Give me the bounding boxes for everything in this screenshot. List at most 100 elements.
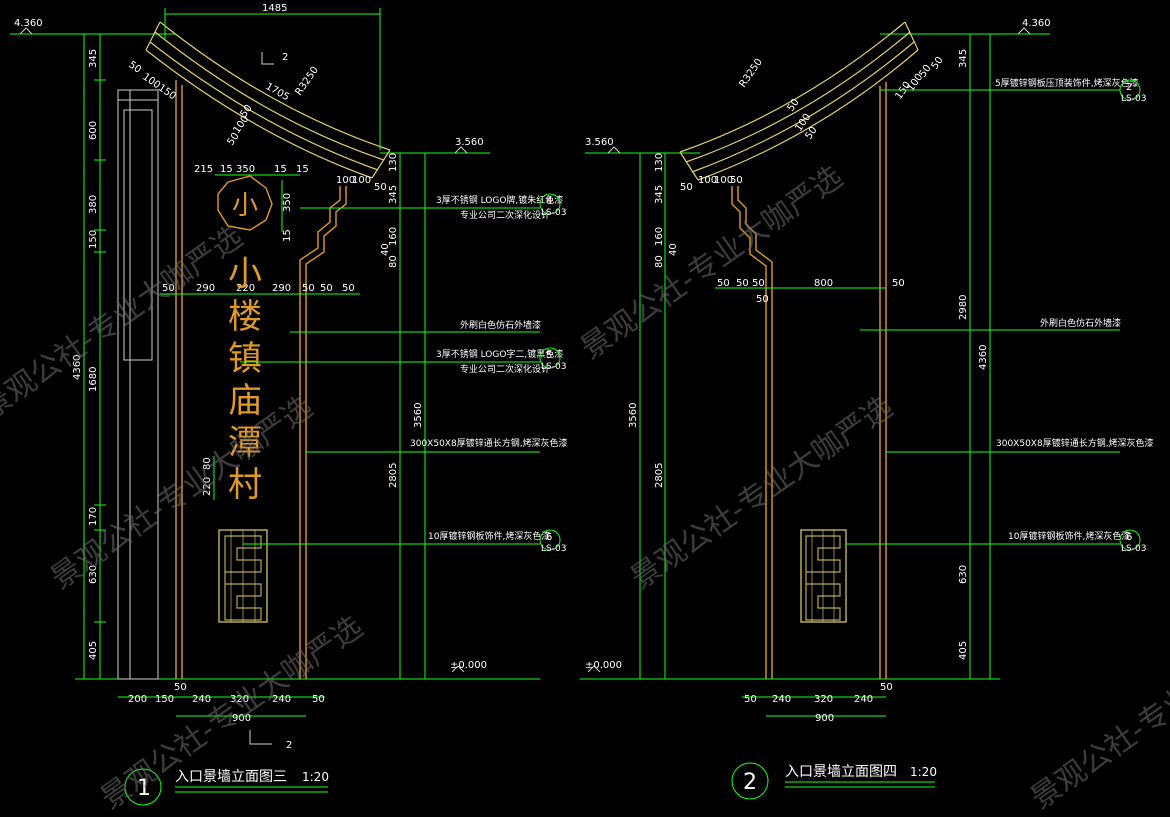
dims-cornice-left: 100 100 50 xyxy=(336,175,387,193)
section-marker-text: 2 xyxy=(286,740,292,751)
sign-char: 庙 xyxy=(228,381,262,421)
dim-total-text: 4360 xyxy=(978,345,989,370)
dim-text: 345 xyxy=(654,185,665,204)
dims-bottom-left: 200 150 50 240 320 240 50 900 2 xyxy=(118,682,325,751)
curved-roof-right xyxy=(679,21,919,181)
drawing-number: 1 xyxy=(137,776,151,801)
dim-text: 220 xyxy=(236,283,255,294)
dim-text: 50 xyxy=(756,294,769,305)
dim-text: 100150 xyxy=(140,71,178,102)
dim-text: 15 xyxy=(296,164,309,175)
watermark-text: 景观公社-专业大咖严选 xyxy=(0,220,249,427)
dim-text: 220 xyxy=(202,477,213,496)
detail-ref-6 xyxy=(539,529,561,551)
detail-ref-number: 4 xyxy=(546,196,552,207)
dim-text: 345 xyxy=(88,49,99,68)
dim-text: 320 xyxy=(814,694,833,705)
dim-total-text: 900 xyxy=(815,713,834,724)
notes-right: 5厚镀锌钢板压顶装饰件,烤深灰色漆 2 LS-03 外刷白色仿石外墙漆 300X… xyxy=(846,77,1154,554)
dims-bottom-right: 50 240 320 240 50 900 xyxy=(742,682,893,724)
note-text: 3厚不锈钢 LOGO牌,镀朱红色漆 xyxy=(436,194,563,206)
dim-text: 1485 xyxy=(262,3,287,14)
dim-text: 50 xyxy=(892,278,905,289)
sign-char: 楼 xyxy=(228,297,262,337)
detail-ref-5 xyxy=(539,347,561,369)
note-text: 10厚镀锌钢板饰件,烤深灰色漆 xyxy=(428,530,550,542)
dim-text: 3560 xyxy=(628,403,639,428)
dim-text: 2805 xyxy=(388,463,399,488)
dim-text: 345 xyxy=(388,185,399,204)
dim-total-text: 4360 xyxy=(72,355,83,380)
sign-char: 镇 xyxy=(228,339,262,379)
note-text: 5厚镀锌钢板压顶装饰件,烤深灰色漆 xyxy=(995,77,1139,89)
dim-text: 1680 xyxy=(88,367,99,392)
dims-mid-right: 50 50 50 50 800 50 xyxy=(715,278,905,305)
dim-text: 50 xyxy=(312,694,325,705)
lattice-screen-right xyxy=(800,529,847,623)
lattice-screen-left xyxy=(218,529,268,623)
dim-text: 630 xyxy=(958,565,969,584)
dim-text: 100 xyxy=(352,175,371,186)
drawing-title: 入口景墙立面图四 xyxy=(785,764,897,780)
dim-text: 2980 xyxy=(958,295,969,320)
dim-text: 240 xyxy=(272,694,291,705)
note-text: 300X50X8厚镀锌通长方钢,烤深灰色漆 xyxy=(410,437,568,449)
detail-ref-number: 2 xyxy=(1126,82,1132,93)
elevation-marker-top-left: 4.360 xyxy=(10,18,175,35)
detail-ref-number: 6 xyxy=(1126,532,1132,543)
dims-right-right: 345 2980 4360 630 405 xyxy=(958,34,991,679)
curved-roof-left xyxy=(145,21,391,179)
dim-text: 50 xyxy=(320,283,333,294)
detail-code: LS-03 xyxy=(541,362,566,372)
dim-text: 50 xyxy=(342,283,355,294)
dim-text: 100 xyxy=(336,175,355,186)
dim-text: 200 xyxy=(128,694,147,705)
sign-char: 潭 xyxy=(228,423,262,463)
dim-text: 100 xyxy=(714,175,733,186)
dim-text: 50 xyxy=(730,175,743,186)
dim-text: 80 xyxy=(202,457,213,470)
dim-text: 50 xyxy=(717,278,730,289)
sign-char: 村 xyxy=(228,465,262,505)
detail-ref-number: 6 xyxy=(546,532,552,543)
elevation-text: ±0.000 xyxy=(450,660,487,671)
note-sub-text: 专业公司二次深化设计 xyxy=(460,209,550,221)
detail-ref-2 xyxy=(1119,79,1141,101)
dim-text: 3560 xyxy=(413,403,424,428)
vertical-sign: 小 楼 镇 庙 潭 村 220 80 xyxy=(202,254,262,505)
drawing-title-left: 1 入口景墙立面图三 1:20 xyxy=(124,768,329,806)
detail-ref-number: 5 xyxy=(546,350,552,361)
dim-text: 405 xyxy=(958,641,969,660)
section-marker-text: 2 xyxy=(282,52,288,63)
dim-text: 630 xyxy=(88,565,99,584)
dim-text: 160 xyxy=(654,227,665,246)
dim-text: 50 xyxy=(736,278,749,289)
dim-text: 150 xyxy=(88,230,99,249)
dim-text: 350 xyxy=(236,164,255,175)
note-text: 300X50X8厚镀锌通长方钢,烤深灰色漆 xyxy=(996,437,1154,449)
dim-text: 130 xyxy=(654,153,665,172)
dim-text: 405 xyxy=(88,641,99,660)
elevation-marker-ground-right: ±0.000 xyxy=(580,660,1000,680)
elevation-marker-top-right: 4.360 xyxy=(880,18,1051,35)
dim-text: 290 xyxy=(196,283,215,294)
wall-frame-left xyxy=(175,80,347,680)
notes-left: 3厚不锈钢 LOGO牌,镀朱红色漆 专业公司二次深化设计 4 LS-03 外刷白… xyxy=(240,193,568,554)
drawing-scale: 1:20 xyxy=(910,765,937,779)
dim-text: 50 xyxy=(302,283,315,294)
dim-text: 50 xyxy=(162,283,175,294)
dimension-chain-left: 345 600 380 150 1680 170 630 405 4360 xyxy=(72,33,106,680)
elevation-text: ±0.000 xyxy=(585,660,622,671)
watermark-text: 景观公社-专业大咖严选 xyxy=(1025,610,1170,817)
note-text: 外刷白色仿石外墙漆 xyxy=(1040,317,1121,329)
dim-text: 240 xyxy=(772,694,791,705)
detail-code: LS-03 xyxy=(1121,544,1146,554)
dim-text: R3250 xyxy=(293,65,321,98)
dim-text: 50 xyxy=(752,278,765,289)
drawing-title: 入口景墙立面图三 xyxy=(175,769,287,785)
detail-code: LS-03 xyxy=(541,208,566,218)
note-text: 10厚镀锌钢板饰件,烤深灰色漆 xyxy=(1008,530,1130,542)
dim-text: 40 xyxy=(668,243,679,256)
note-text: 3厚不锈钢 LOGO字二,镀黑色漆 xyxy=(436,348,563,360)
